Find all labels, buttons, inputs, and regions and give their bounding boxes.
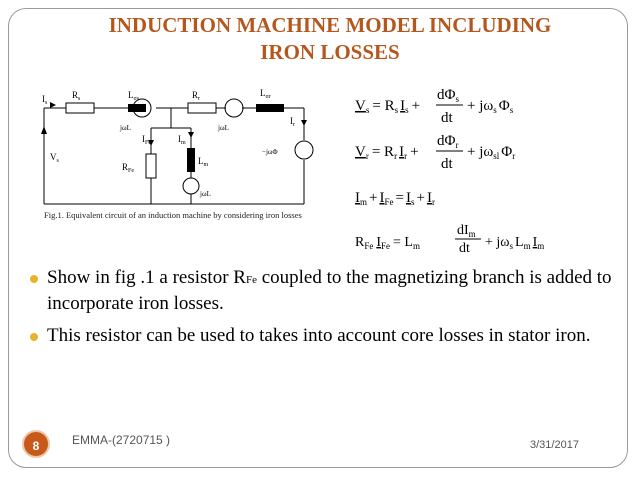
footer-author: EMMA-(2720715 ) [72, 433, 171, 447]
figure-caption: Fig.1. Equivalent circuit of an inductio… [44, 210, 302, 220]
bullet-item-2: This resistor can be used to takes into … [27, 324, 617, 348]
inductor-lm [187, 148, 195, 172]
slide-frame [8, 8, 628, 468]
svg-text:dIm: dIm [457, 223, 476, 239]
equivalent-circuit-diagram: Is Rs Lσs Rr Lσr Vs jωL IFe Im Lm RFe jω… [41, 88, 314, 205]
label-source-2: jωL [199, 190, 211, 198]
title-line-2: IRON LOSSES [260, 40, 400, 64]
label-lsigma-r: Lσr [260, 88, 271, 100]
label-rr: Rr [192, 90, 200, 102]
title-line-1: INDUCTION MACHINE MODEL INCLUDING [108, 13, 552, 37]
label-rs: Rs [72, 90, 81, 102]
label-im: Im [178, 134, 186, 146]
label-source-4: jωL [217, 124, 229, 132]
svg-text:dt: dt [441, 156, 454, 172]
inductor-lsigma-s [128, 104, 146, 112]
svg-text:dΦr: dΦr [437, 133, 458, 150]
label-ir: Ir [290, 116, 295, 128]
svg-text:dt: dt [459, 241, 470, 252]
svg-text:dΦs: dΦs [437, 87, 459, 104]
label-rfe: RFe [122, 162, 134, 174]
bullet-list: Show in fig .1 a resistor RFe coupled to… [27, 266, 617, 356]
svg-text:dt: dt [441, 110, 454, 126]
label-lm: Lm [198, 156, 209, 168]
label-is: Is [42, 94, 48, 106]
label-source-1: jωL [119, 124, 131, 132]
label-lsigma-s: Lσs [128, 90, 140, 102]
label-source-3: −jωΦ [262, 148, 278, 156]
slide-number-badge: 8 [22, 430, 50, 458]
label-vs: Vs [50, 152, 60, 164]
label-ife: IFe [142, 134, 151, 146]
equation-3: Im+IFe=Is+Ir [355, 190, 435, 207]
bullet-item-1: Show in fig .1 a resistor RFe coupled to… [27, 266, 617, 316]
bullet-dot-icon [30, 275, 38, 283]
bullet-dot-icon [30, 333, 38, 341]
footer-date: 3/31/2017 [530, 439, 579, 451]
slide-title: INDUCTION MACHINE MODEL INCLUDING IRON L… [40, 12, 620, 66]
inductor-lsigma-r [256, 104, 284, 112]
svg-text:Im+IFe=Is+Ir: Im+IFe=Is+Ir [355, 190, 435, 207]
